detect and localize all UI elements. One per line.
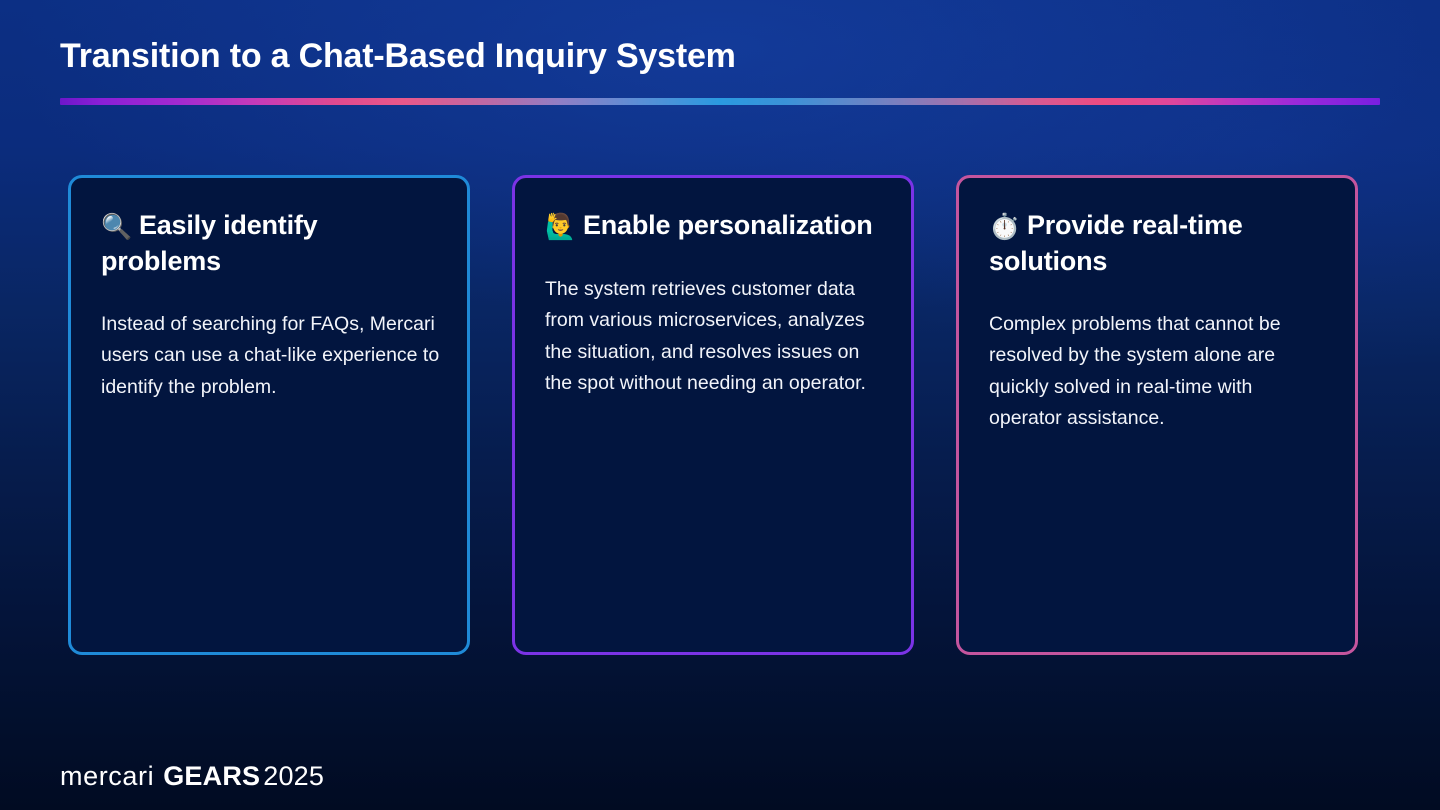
- card-body-text: Instead of searching for FAQs, Mercari u…: [101, 312, 440, 398]
- logo-gears-text: GEARS: [163, 761, 261, 791]
- stopwatch-icon: ⏱️: [989, 212, 1020, 241]
- card-title: 🙋‍♂️Enable personalization: [545, 208, 885, 244]
- logo-mercari-text: mercari: [60, 761, 155, 791]
- slide-header: Transition to a Chat-Based Inquiry Syste…: [60, 36, 1380, 76]
- magnifying-glass-icon: 🔍: [101, 212, 132, 241]
- card-body-text: Complex problems that cannot be resolved…: [989, 312, 1281, 430]
- card-title: ⏱️Provide real-time solutions: [989, 208, 1329, 279]
- card-title: 🔍Easily identify problems: [101, 208, 441, 279]
- card-enable-personalization: 🙋‍♂️Enable personalization The system re…: [512, 175, 914, 655]
- card-body-text: The system retrieves customer data from …: [545, 277, 866, 395]
- card-title-text: Enable personalization: [582, 210, 873, 240]
- page-title: Transition to a Chat-Based Inquiry Syste…: [60, 37, 736, 75]
- card-group: 🔍Easily identify problems Instead of sea…: [68, 175, 1358, 655]
- card-title-text: Easily identify problems: [101, 210, 318, 276]
- title-gradient-divider: [60, 98, 1380, 105]
- card-provide-real-time-solutions: ⏱️Provide real-time solutions Complex pr…: [956, 175, 1358, 655]
- footer-logo: mercari GEARS 2025: [60, 761, 324, 792]
- logo-year-text: 2025: [263, 761, 325, 791]
- card-easily-identify-problems: 🔍Easily identify problems Instead of sea…: [68, 175, 470, 655]
- card-title-text: Provide real-time solutions: [989, 210, 1243, 276]
- person-raising-hand-icon: 🙋‍♂️: [545, 212, 576, 241]
